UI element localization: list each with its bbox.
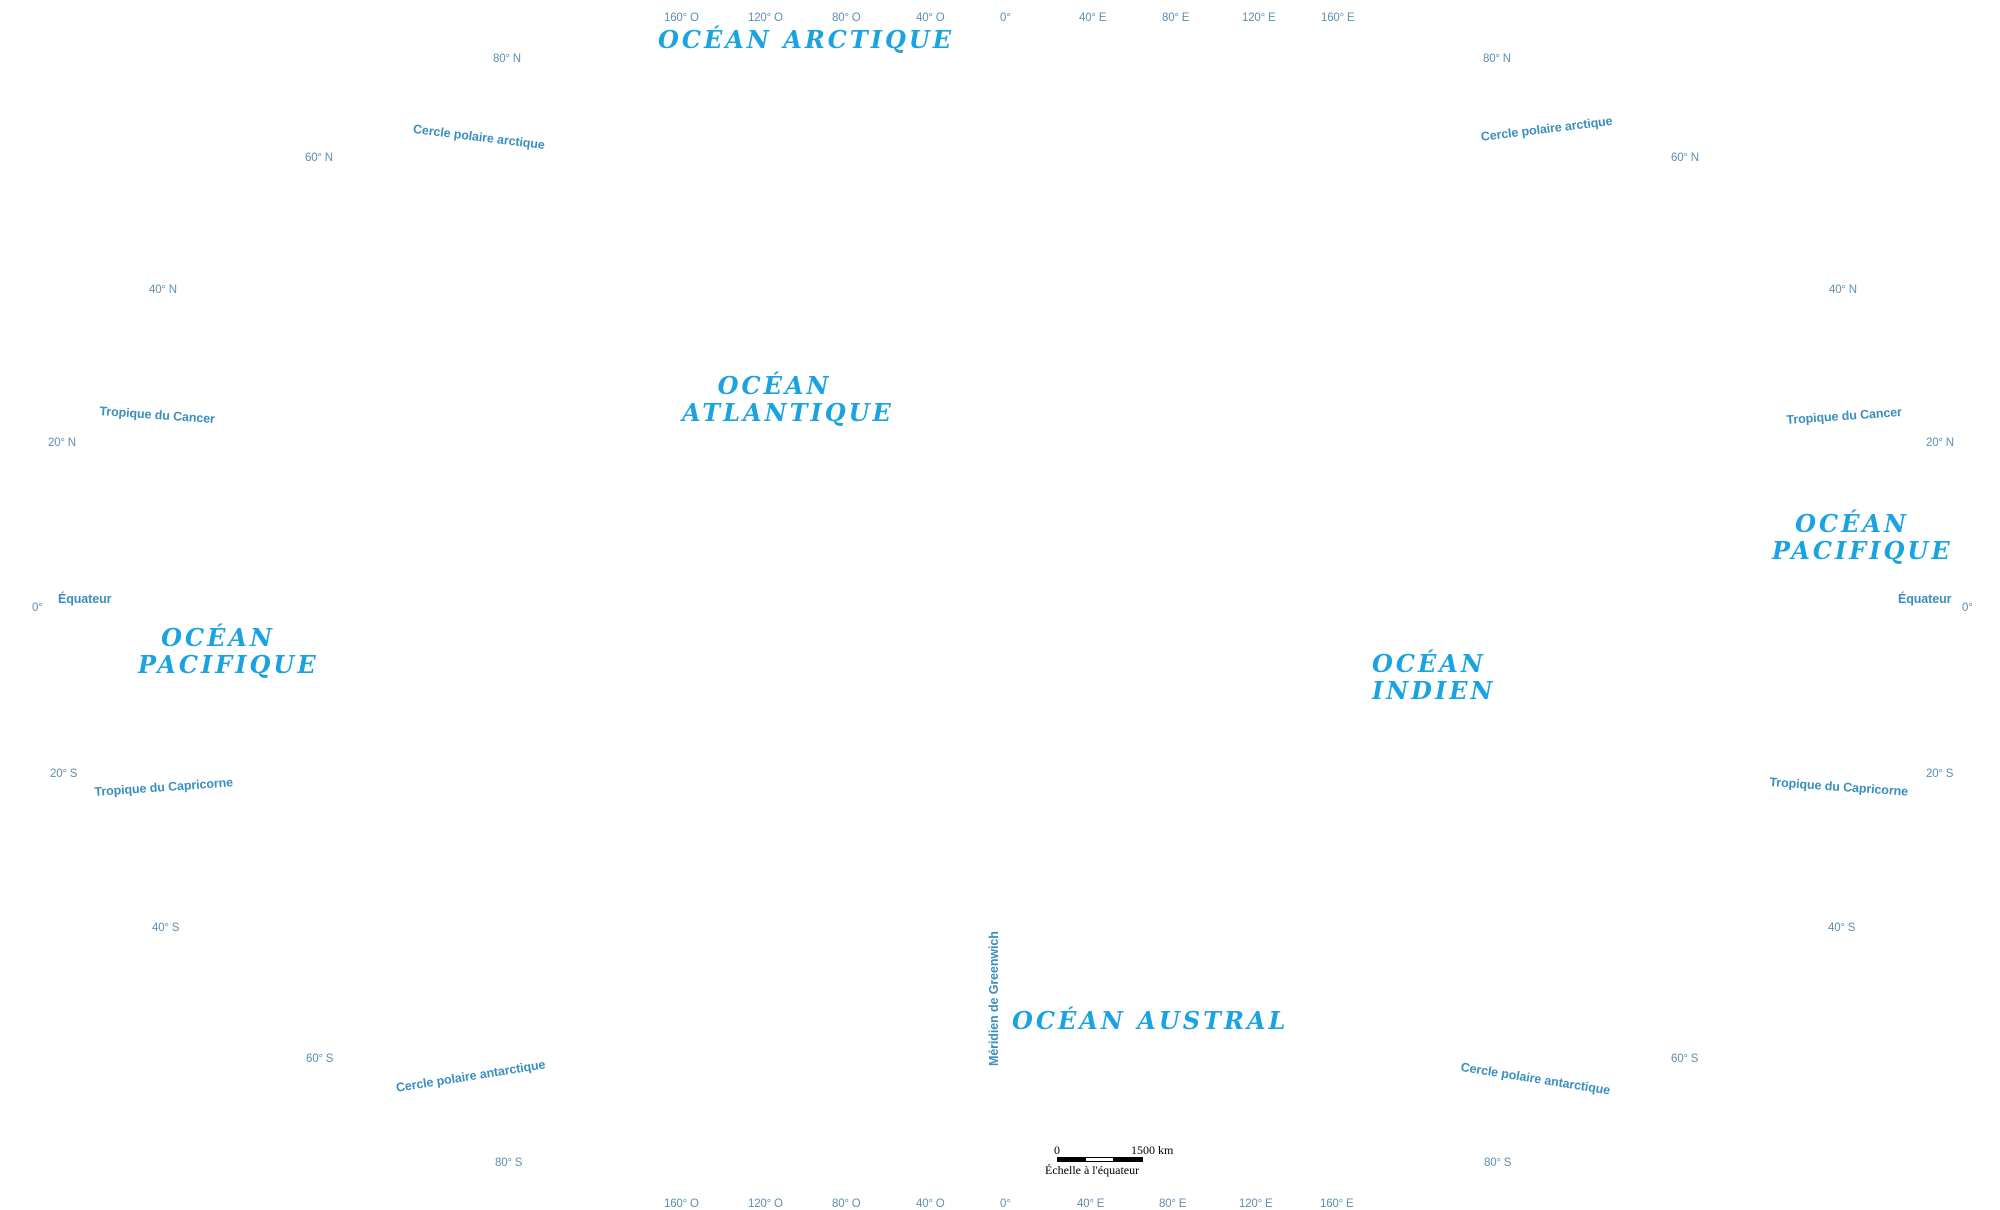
ocean-label-atlantic-line2: ATLANTIQUE [682, 398, 894, 427]
parallel-label-left-80s: 80° S [495, 1157, 523, 1169]
meridian-label-bottom: 40° E [1077, 1198, 1105, 1210]
ocean-label-indian-line1: OCÉAN [1372, 649, 1486, 678]
ocean-label-indian-line2: INDIEN [1372, 676, 1496, 705]
parallel-label-right-20s: 20° S [1926, 768, 1954, 780]
equator-label-right: Équateur [1898, 592, 1952, 606]
ocean-label-austral: OCÉAN AUSTRAL [1012, 1006, 1289, 1035]
parallel-label-left-60n: 60° N [305, 152, 333, 164]
meridian-label-bottom: 80° E [1159, 1198, 1187, 1210]
parallel-label-right-60n: 60° N [1671, 152, 1699, 164]
meridian-label-top: 120° O [748, 12, 783, 24]
arctic-circle-label-right: Cercle polaire arctique [1480, 113, 1614, 144]
parallel-label-left-40n: 40° N [149, 284, 177, 296]
parallel-label-right-20n: 20° N [1926, 437, 1954, 449]
ocean-label-pacific-east-line2: PACIFIQUE [1772, 536, 1953, 565]
parallel-label-left-20s: 20° S [50, 768, 78, 780]
ocean-label-atlantic-line1: OCÉAN [717, 371, 832, 400]
meridian-label-top: 80° O [832, 12, 861, 24]
meridian-label-top: 80° E [1162, 12, 1190, 24]
parallel-label-right-eq: 0° [1962, 602, 1973, 614]
meridian-label-bottom: 160° O [664, 1198, 699, 1210]
meridian-label-bottom: 0° [1000, 1198, 1011, 1210]
parallel-label-left-80n: 80° N [493, 53, 521, 65]
scale-start-label: 0 [1054, 1143, 1060, 1157]
tropic-cancer-label-left: Tropique du Cancer [99, 404, 216, 427]
parallel-label-right-80s: 80° S [1484, 1157, 1512, 1169]
parallel-label-right-40s: 40° S [1828, 922, 1856, 934]
ocean-label-pacific-east-line1: OCÉAN [1795, 509, 1909, 538]
scale-bar-segment-2 [1085, 1157, 1114, 1162]
scale-caption: Échelle à l'équateur [1045, 1163, 1140, 1177]
scale-bar-segment-3 [1114, 1157, 1143, 1162]
meridian-label-top: 160° E [1321, 12, 1355, 24]
parallel-label-right-80n: 80° N [1483, 53, 1511, 65]
scale-bar-segment-1 [1057, 1157, 1085, 1162]
ocean-label-pacific-west-line2: PACIFIQUE [138, 650, 319, 679]
parallel-label-left-40s: 40° S [152, 922, 180, 934]
antarctic-circle-label-right: Cercle polaire antarctique [1459, 1060, 1612, 1098]
parallel-label-left-60s: 60° S [306, 1053, 334, 1065]
antarctic-circle-label-left: Cercle polaire antarctique [395, 1057, 547, 1095]
parallel-label-left-20n: 20° N [48, 437, 76, 449]
parallel-label-left-eq: 0° [32, 602, 43, 614]
meridian-label-bottom: 120° O [748, 1198, 783, 1210]
meridian-label-top: 0° [1000, 12, 1011, 24]
meridian-label-bottom: 160° E [1320, 1198, 1354, 1210]
meridian-label-top: 40° O [916, 12, 945, 24]
meridian-label-bottom: 80° O [832, 1198, 861, 1210]
parallel-label-right-60s: 60° S [1671, 1053, 1699, 1065]
ocean-label-pacific-west-line1: OCÉAN [161, 623, 275, 652]
scale-end-label: 1500 km [1131, 1143, 1174, 1157]
ocean-label-atlantic: OCÉAN ATLANTIQUE [682, 371, 894, 427]
ocean-label-indian: OCÉAN INDIEN [1372, 649, 1496, 705]
parallel-label-right-40n: 40° N [1829, 284, 1857, 296]
tropic-cancer-label-right: Tropique du Cancer [1786, 404, 1903, 427]
greenwich-meridian-label: Méridien de Greenwich [987, 931, 1001, 1066]
meridian-label-top: 120° E [1242, 12, 1276, 24]
ocean-label-pacific-east: OCÉAN PACIFIQUE [1772, 509, 1953, 565]
equator-label-left: Équateur [58, 592, 112, 606]
tropic-capricorn-label-right: Tropique du Capricorne [1769, 775, 1909, 799]
tropic-capricorn-label-left: Tropique du Capricorne [94, 775, 234, 799]
ocean-label-pacific-west: OCÉAN PACIFIQUE [138, 623, 319, 679]
meridian-label-bottom: 120° E [1239, 1198, 1273, 1210]
arctic-circle-label-left: Cercle polaire arctique [412, 122, 546, 153]
meridian-label-top: 160° O [664, 12, 699, 24]
meridian-label-bottom: 40° O [916, 1198, 945, 1210]
ocean-label-arctic: OCÉAN ARCTIQUE [658, 25, 955, 54]
meridian-label-top: 40° E [1079, 12, 1107, 24]
